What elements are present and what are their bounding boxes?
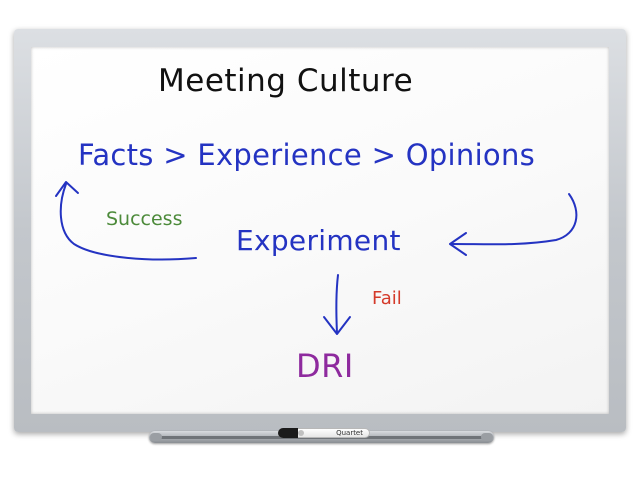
experiment-text: Experiment bbox=[236, 224, 401, 257]
success-label: Success bbox=[106, 208, 183, 230]
tray-end-cap-left bbox=[150, 433, 162, 441]
marker-cap bbox=[278, 428, 298, 438]
board-title: Meeting Culture bbox=[158, 63, 414, 99]
marker-logo-dot bbox=[298, 430, 304, 436]
dri-text: DRI bbox=[296, 347, 354, 385]
tray-end-cap-right bbox=[481, 433, 493, 441]
principle-text: Facts > Experience > Opinions bbox=[78, 138, 536, 172]
fail-label: Fail bbox=[372, 288, 402, 309]
